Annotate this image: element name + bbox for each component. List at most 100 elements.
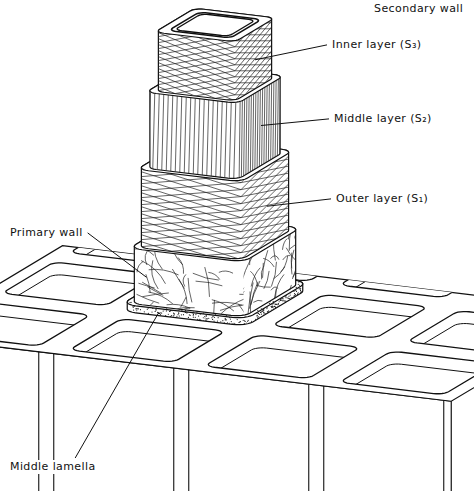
stipple-dot	[299, 285, 300, 286]
stipple-dot	[244, 320, 245, 321]
stipple-dot	[199, 319, 200, 320]
microfibril-line	[198, 99, 200, 175]
stipple-dot	[298, 292, 299, 293]
stipple-dot	[295, 295, 296, 296]
stipple-dot	[245, 316, 246, 317]
microfibril-line	[257, 91, 258, 168]
cell-lumen	[343, 255, 474, 297]
stipple-dot	[190, 315, 191, 316]
stipple-dot	[260, 312, 261, 313]
stipple-dot	[280, 299, 281, 300]
microfibril-line	[155, 97, 235, 131]
stipple-dot	[289, 298, 290, 299]
stipple-dot	[135, 308, 136, 309]
random-fibril	[183, 274, 186, 286]
lumen-inner-edge	[411, 324, 474, 366]
microfibril-line	[137, 253, 241, 261]
microfibril-line	[241, 215, 293, 267]
microfibril-line	[241, 222, 293, 274]
cell-lumen	[0, 303, 87, 345]
microfibril-line	[235, 100, 275, 101]
stipple-dot	[275, 304, 276, 305]
stipple-dot	[138, 308, 139, 309]
microfibril-line	[271, 83, 272, 160]
stipple-dot	[262, 310, 263, 311]
stipple-dot	[284, 300, 285, 301]
microfibril-line	[137, 205, 241, 238]
stipple-dot	[213, 321, 214, 322]
microfibril-line	[202, 99, 204, 175]
microfibril-line	[137, 281, 241, 289]
random-fibril	[291, 250, 294, 275]
microfibril-line	[241, 187, 293, 239]
stipple-dot	[245, 322, 246, 323]
random-fibril	[253, 300, 262, 302]
stipple-dot	[297, 294, 298, 295]
stipple-dot	[279, 305, 280, 306]
stipple-dot	[303, 290, 304, 291]
microfibril-line	[275, 80, 276, 157]
stipple-dot	[232, 323, 233, 324]
stipple-dot	[248, 324, 249, 325]
random-fibril	[297, 261, 306, 268]
lumen-depth	[411, 324, 474, 366]
random-fibril	[251, 268, 260, 287]
stipple-dot	[268, 311, 269, 312]
stipple-dot	[292, 297, 293, 298]
microfibril-line	[241, 236, 293, 288]
layer-top	[158, 9, 271, 41]
stipple-dot	[195, 314, 196, 315]
stipple-dot	[269, 303, 270, 304]
random-fibril	[138, 283, 154, 288]
stipple-dot	[261, 308, 262, 309]
random-fibril	[172, 269, 184, 289]
lumen-depth	[73, 332, 221, 374]
stipple-dot	[169, 311, 170, 312]
stipple-dot	[166, 310, 167, 311]
stipple-dot	[272, 306, 273, 307]
stipple-dot	[206, 320, 207, 321]
microfibril-line	[137, 198, 241, 231]
stipple-dot	[298, 281, 299, 282]
microfibril-line	[137, 177, 241, 210]
random-fibril	[130, 278, 135, 300]
stipple-dot	[278, 303, 279, 304]
stipple-dot	[304, 289, 305, 290]
stipple-dot	[293, 296, 294, 297]
stipple-dot	[255, 319, 256, 320]
stipple-dot	[130, 302, 131, 303]
lumen-inner-edge	[343, 364, 474, 406]
random-fibril	[262, 263, 264, 278]
stipple-dot	[225, 323, 226, 324]
random-fibril	[249, 281, 260, 309]
microfibril-line	[262, 89, 263, 166]
microfibril-line	[235, 83, 275, 131]
lumen-inner-edge	[343, 267, 474, 309]
wall-group-label: Secondary wall	[372, 2, 465, 16]
stipple-dot	[211, 317, 212, 318]
microfibril-line	[235, 70, 275, 71]
stipple-dot	[247, 321, 248, 322]
stipple-dot	[244, 325, 245, 326]
stipple-dot	[240, 321, 241, 322]
stipple-dot	[129, 302, 130, 303]
stipple-dot	[183, 314, 184, 315]
stipple-dot	[218, 317, 219, 318]
lumen-depth	[343, 364, 474, 406]
stipple-dot	[148, 313, 149, 314]
stipple-dot	[303, 287, 304, 288]
random-fibril	[188, 278, 192, 302]
microfibril-line	[155, 95, 235, 109]
microfibril-line	[137, 191, 241, 224]
stipple-dot	[168, 314, 169, 315]
microfibril-line	[137, 184, 241, 217]
stipple-dot	[263, 312, 264, 313]
microfibril-line	[225, 102, 227, 178]
microfibril-line	[216, 101, 218, 177]
random-fibril	[289, 243, 298, 249]
microfibril-line	[235, 77, 275, 125]
stipple-dot	[178, 312, 179, 313]
stipple-dot	[227, 322, 228, 323]
microfibril-line	[155, 125, 235, 139]
